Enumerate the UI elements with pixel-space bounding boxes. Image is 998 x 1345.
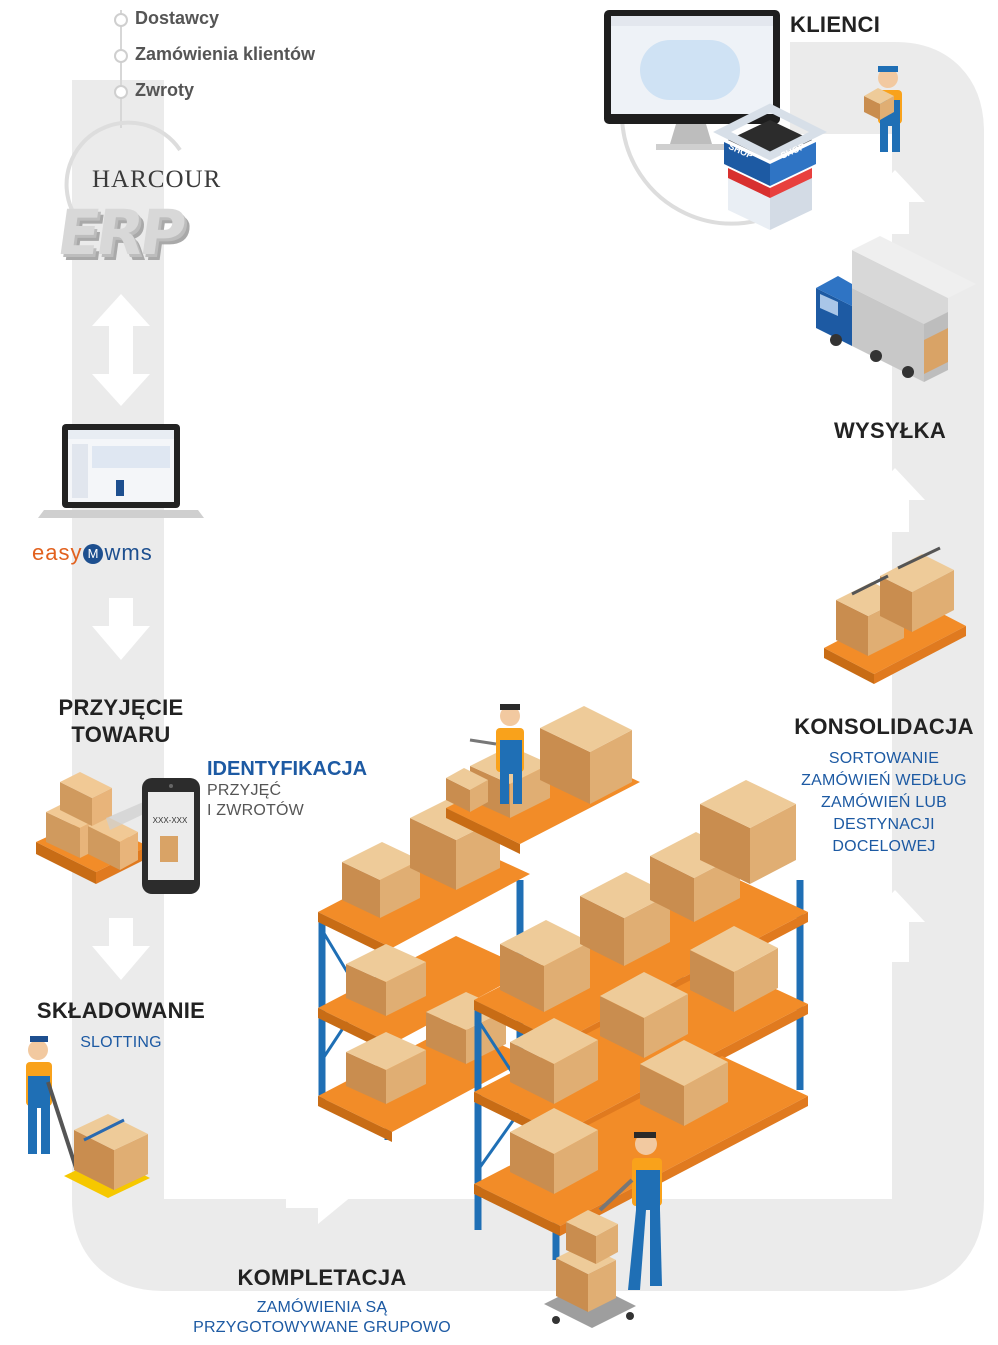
source-dot <box>114 13 128 27</box>
trolley-worker-icon <box>544 1132 662 1328</box>
down-arrow-icon <box>92 918 150 980</box>
stage-picking-line1: ZAMÓWIENIA SĄ <box>256 1299 388 1316</box>
warehouse-racks-icon <box>318 704 808 1328</box>
stage-clients-title: KLIENCI <box>790 12 881 37</box>
stage-consolidation-line: DOCELOWEJ <box>832 838 936 855</box>
up-arrow-icon <box>865 170 925 234</box>
stage-identification: IDENTYFIKACJA PRZYJĘĆ I ZWROTÓW <box>207 758 367 821</box>
down-arrow-icon <box>92 598 150 660</box>
delivery-truck-icon <box>816 236 976 382</box>
monitor-icon <box>604 10 780 150</box>
stage-consolidation-line: ZAMÓWIEŃ LUB <box>821 794 947 811</box>
source-customer-orders: Zamówienia klientów <box>135 44 316 64</box>
stage-storage-title: SKŁADOWANIE <box>36 998 206 1023</box>
laptop-icon <box>38 424 204 518</box>
stage-picking-description: ZAMÓWIENIA SĄ PRZYGOTOWYWANE GRUPOWO <box>142 1298 502 1338</box>
delivery-worker-icon <box>864 66 902 152</box>
pallet-jack-worker-icon <box>26 1036 150 1198</box>
stage-picking-line2: PRZYGOTOWYWANE GRUPOWO <box>193 1319 451 1336</box>
erp-label: ERP <box>52 196 187 269</box>
right-arrow-icon <box>286 1168 352 1224</box>
wms-brand-part1: easy <box>32 540 83 565</box>
stage-picking-title: KOMPLETACJA <box>237 1265 407 1290</box>
stage-consolidation-description: SORTOWANIE ZAMÓWIEŃ WEDŁUG ZAMÓWIEŃ LUB … <box>770 748 998 858</box>
process-track <box>72 42 984 1291</box>
erp-ring <box>64 120 182 211</box>
picker-worker-top-icon <box>469 704 524 804</box>
stage-consolidation-title: KONSOLIDACJA <box>794 714 974 739</box>
pallet-boxes-icon <box>36 772 148 884</box>
sync-double-arrow-icon <box>92 294 150 406</box>
stage-receiving-title-line2: TOWARU <box>71 722 171 747</box>
stage-identification-line2: I ZWROTÓW <box>207 802 304 819</box>
stage-identification-line1: PRZYJĘĆ <box>207 782 282 799</box>
up-arrow-icon <box>865 890 925 962</box>
source-returns: Zwroty <box>135 80 195 100</box>
source-dot <box>114 85 128 99</box>
shop-icon <box>713 103 827 230</box>
stage-storage-subtitle: SLOTTING <box>80 1034 162 1051</box>
stage-consolidation-line: SORTOWANIE <box>828 750 940 767</box>
stage-consolidation-line: ZAMÓWIEŃ WEDŁUG <box>801 772 967 789</box>
erp-brand-logo: HARCOUR <box>92 166 222 193</box>
stage-receiving-title: PRZYJĘCIE TOWARU <box>16 694 226 748</box>
stage-identification-title: IDENTYFIKACJA <box>207 758 368 780</box>
wms-brand-mark: M <box>83 544 104 564</box>
stage-consolidation-line: DESTYNACJI <box>833 816 935 833</box>
stage-shipping-title: WYSYŁKA <box>833 418 947 443</box>
source-suppliers: Dostawcy <box>135 8 220 28</box>
up-arrow-icon <box>865 468 925 532</box>
consolidated-pallets-icon <box>824 546 966 684</box>
rack-top <box>446 706 640 854</box>
tablet-scanner-icon <box>106 778 200 894</box>
source-dot <box>114 49 128 63</box>
wms-brand-part2: wms <box>104 540 153 565</box>
tablet-code: XXX-XXX <box>152 816 188 825</box>
stage-receiving-title-line1: PRZYJĘCIE <box>58 695 184 720</box>
